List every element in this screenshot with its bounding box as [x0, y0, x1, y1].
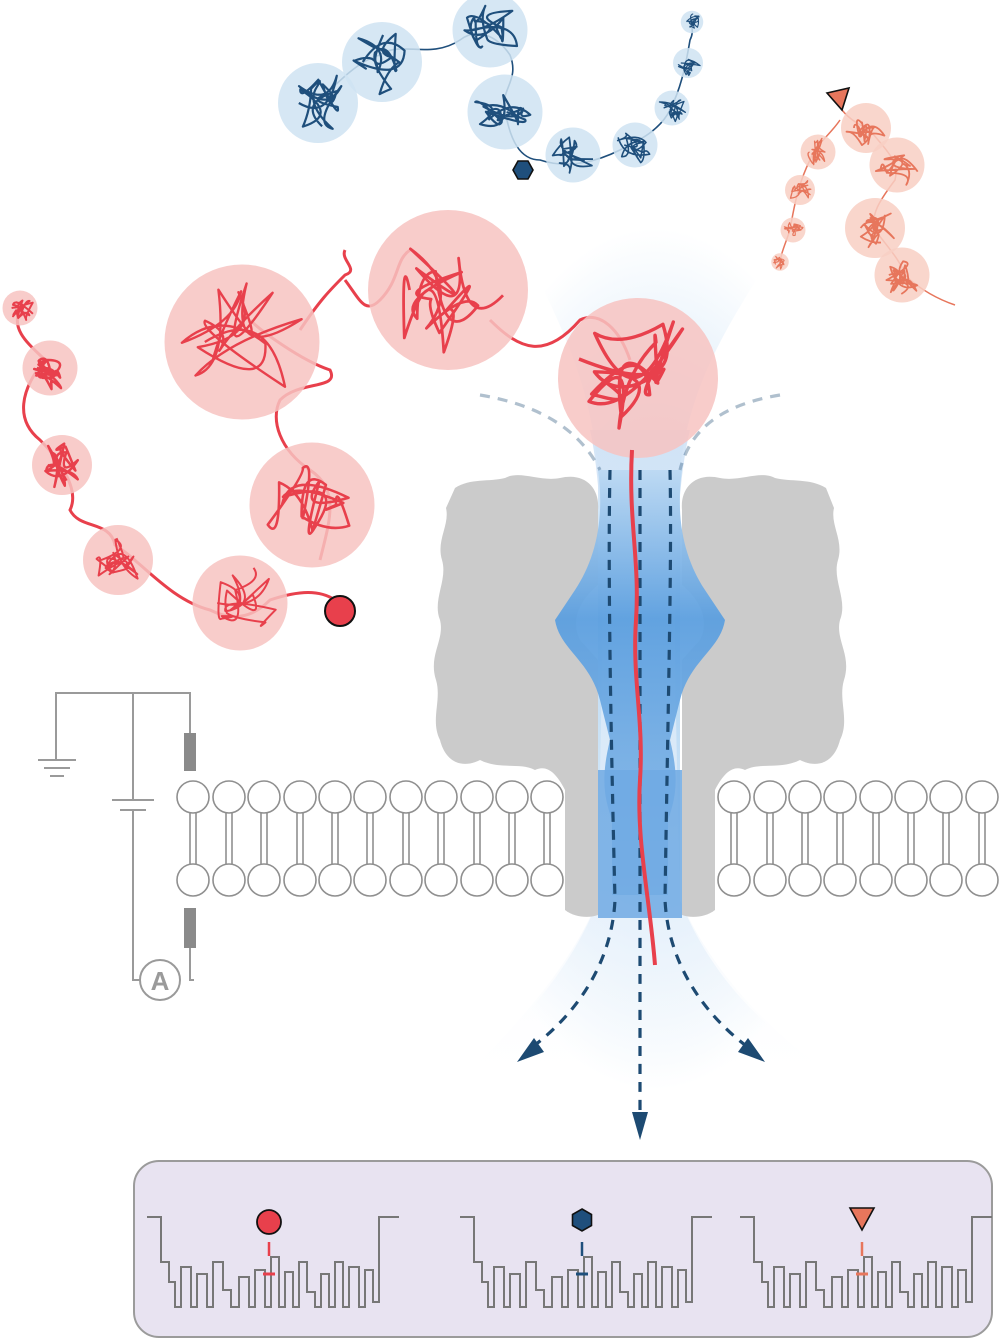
circuit-wire-bottom: [189, 947, 194, 981]
current-trace-triangle: [740, 1207, 992, 1308]
flow-arrow-right: [663, 469, 746, 1047]
signal-traces-panel: [133, 1160, 993, 1338]
orange-tagged-protein: [771, 103, 956, 306]
lipid-molecule: [495, 780, 529, 897]
flow-arrow-top-right: [678, 393, 781, 471]
nanopore-protein: [433, 475, 847, 908]
lipid-molecule: [929, 780, 963, 897]
red-domain-unfolding: [558, 298, 718, 458]
orange-triangle-tag-icon: [848, 1207, 876, 1232]
red-domain-5: [192, 555, 288, 651]
current-trace-hexagon: [460, 1208, 712, 1308]
flow-arrow-top-left: [479, 393, 602, 471]
ammeter-label: A: [151, 966, 170, 996]
lipid-molecule: [530, 780, 564, 897]
lipid-molecule: [965, 780, 999, 897]
red-domain-8: [368, 210, 528, 370]
threading-polypeptide: [629, 449, 657, 966]
signal-traces: [147, 1207, 992, 1308]
top-electrode: [184, 733, 196, 771]
navy-hexagon-tag: [512, 160, 534, 180]
lipid-molecule: [176, 780, 210, 897]
blue-domain-8: [673, 48, 703, 78]
lipid-molecule: [717, 780, 751, 897]
navy-hexagon-tag-icon: [571, 1208, 593, 1232]
blue-domain-9: [680, 10, 704, 34]
blue-tagged-protein: [278, 0, 704, 183]
orange-domain-7: [780, 217, 806, 243]
lipid-molecule: [424, 780, 458, 897]
pore-lumen: [555, 470, 725, 895]
trace-line: [740, 1216, 992, 1308]
blue-domain-5: [545, 127, 601, 183]
red-domain-2: [22, 340, 78, 396]
trace-line: [460, 1216, 712, 1308]
orange-domain-4: [874, 247, 930, 303]
lipid-molecule: [753, 780, 787, 897]
orange-domain-5: [800, 134, 836, 170]
red-circle-tag: [324, 595, 356, 627]
blue-domain-4: [467, 74, 543, 150]
orange-domain-6: [785, 175, 815, 205]
current-trace-circle: [147, 1209, 399, 1308]
red-domain-7: [164, 264, 320, 420]
lipid-molecule: [318, 780, 352, 897]
lipid-molecule: [283, 780, 317, 897]
bottom-electrode: [184, 908, 196, 948]
arrowhead-center: [632, 1112, 648, 1140]
orange-domain-1: [841, 103, 891, 153]
electric-circuit: [38, 692, 194, 981]
red-domain-6: [249, 442, 375, 568]
lipid-molecule: [389, 780, 423, 897]
blue-domain-1: [278, 63, 358, 143]
trace-line: [147, 1216, 399, 1308]
red-target-protein: [2, 210, 718, 651]
lipid-molecule: [247, 780, 281, 897]
blue-domain-2: [342, 22, 422, 102]
red-domain-4: [83, 525, 153, 595]
lipid-molecule: [353, 780, 387, 897]
arrowhead-left: [517, 1038, 544, 1062]
blue-domain-3: [452, 0, 528, 68]
arrowheads: [517, 1038, 765, 1140]
orange-domain-3: [845, 198, 905, 258]
orange-domain-2: [869, 137, 925, 193]
flow-arrow-left: [534, 469, 617, 1047]
circuit-wire-top: [55, 692, 191, 760]
lipid-molecule: [859, 780, 893, 897]
lipid-molecule: [823, 780, 857, 897]
lipid-molecule: [212, 780, 246, 897]
pore-right-half: [681, 475, 847, 908]
lipid-membrane: [176, 780, 999, 897]
red-domain-1: [2, 290, 38, 326]
battery-wire: [132, 693, 142, 981]
pore-left-half: [433, 475, 599, 908]
orange-triangle-tag: [825, 86, 851, 112]
ground-symbol: [38, 759, 76, 777]
lipid-molecule: [788, 780, 822, 897]
battery-symbol: [112, 799, 154, 811]
ammeter: A: [139, 959, 181, 1001]
red-circle-tag-icon: [256, 1209, 282, 1235]
lipid-molecule: [894, 780, 928, 897]
orange-domain-8: [771, 253, 789, 271]
blue-domain-7: [654, 90, 690, 126]
blue-domain-6: [612, 122, 658, 168]
lipid-molecule: [460, 780, 494, 897]
red-domain-3: [32, 435, 92, 495]
arrowhead-right: [738, 1038, 765, 1062]
